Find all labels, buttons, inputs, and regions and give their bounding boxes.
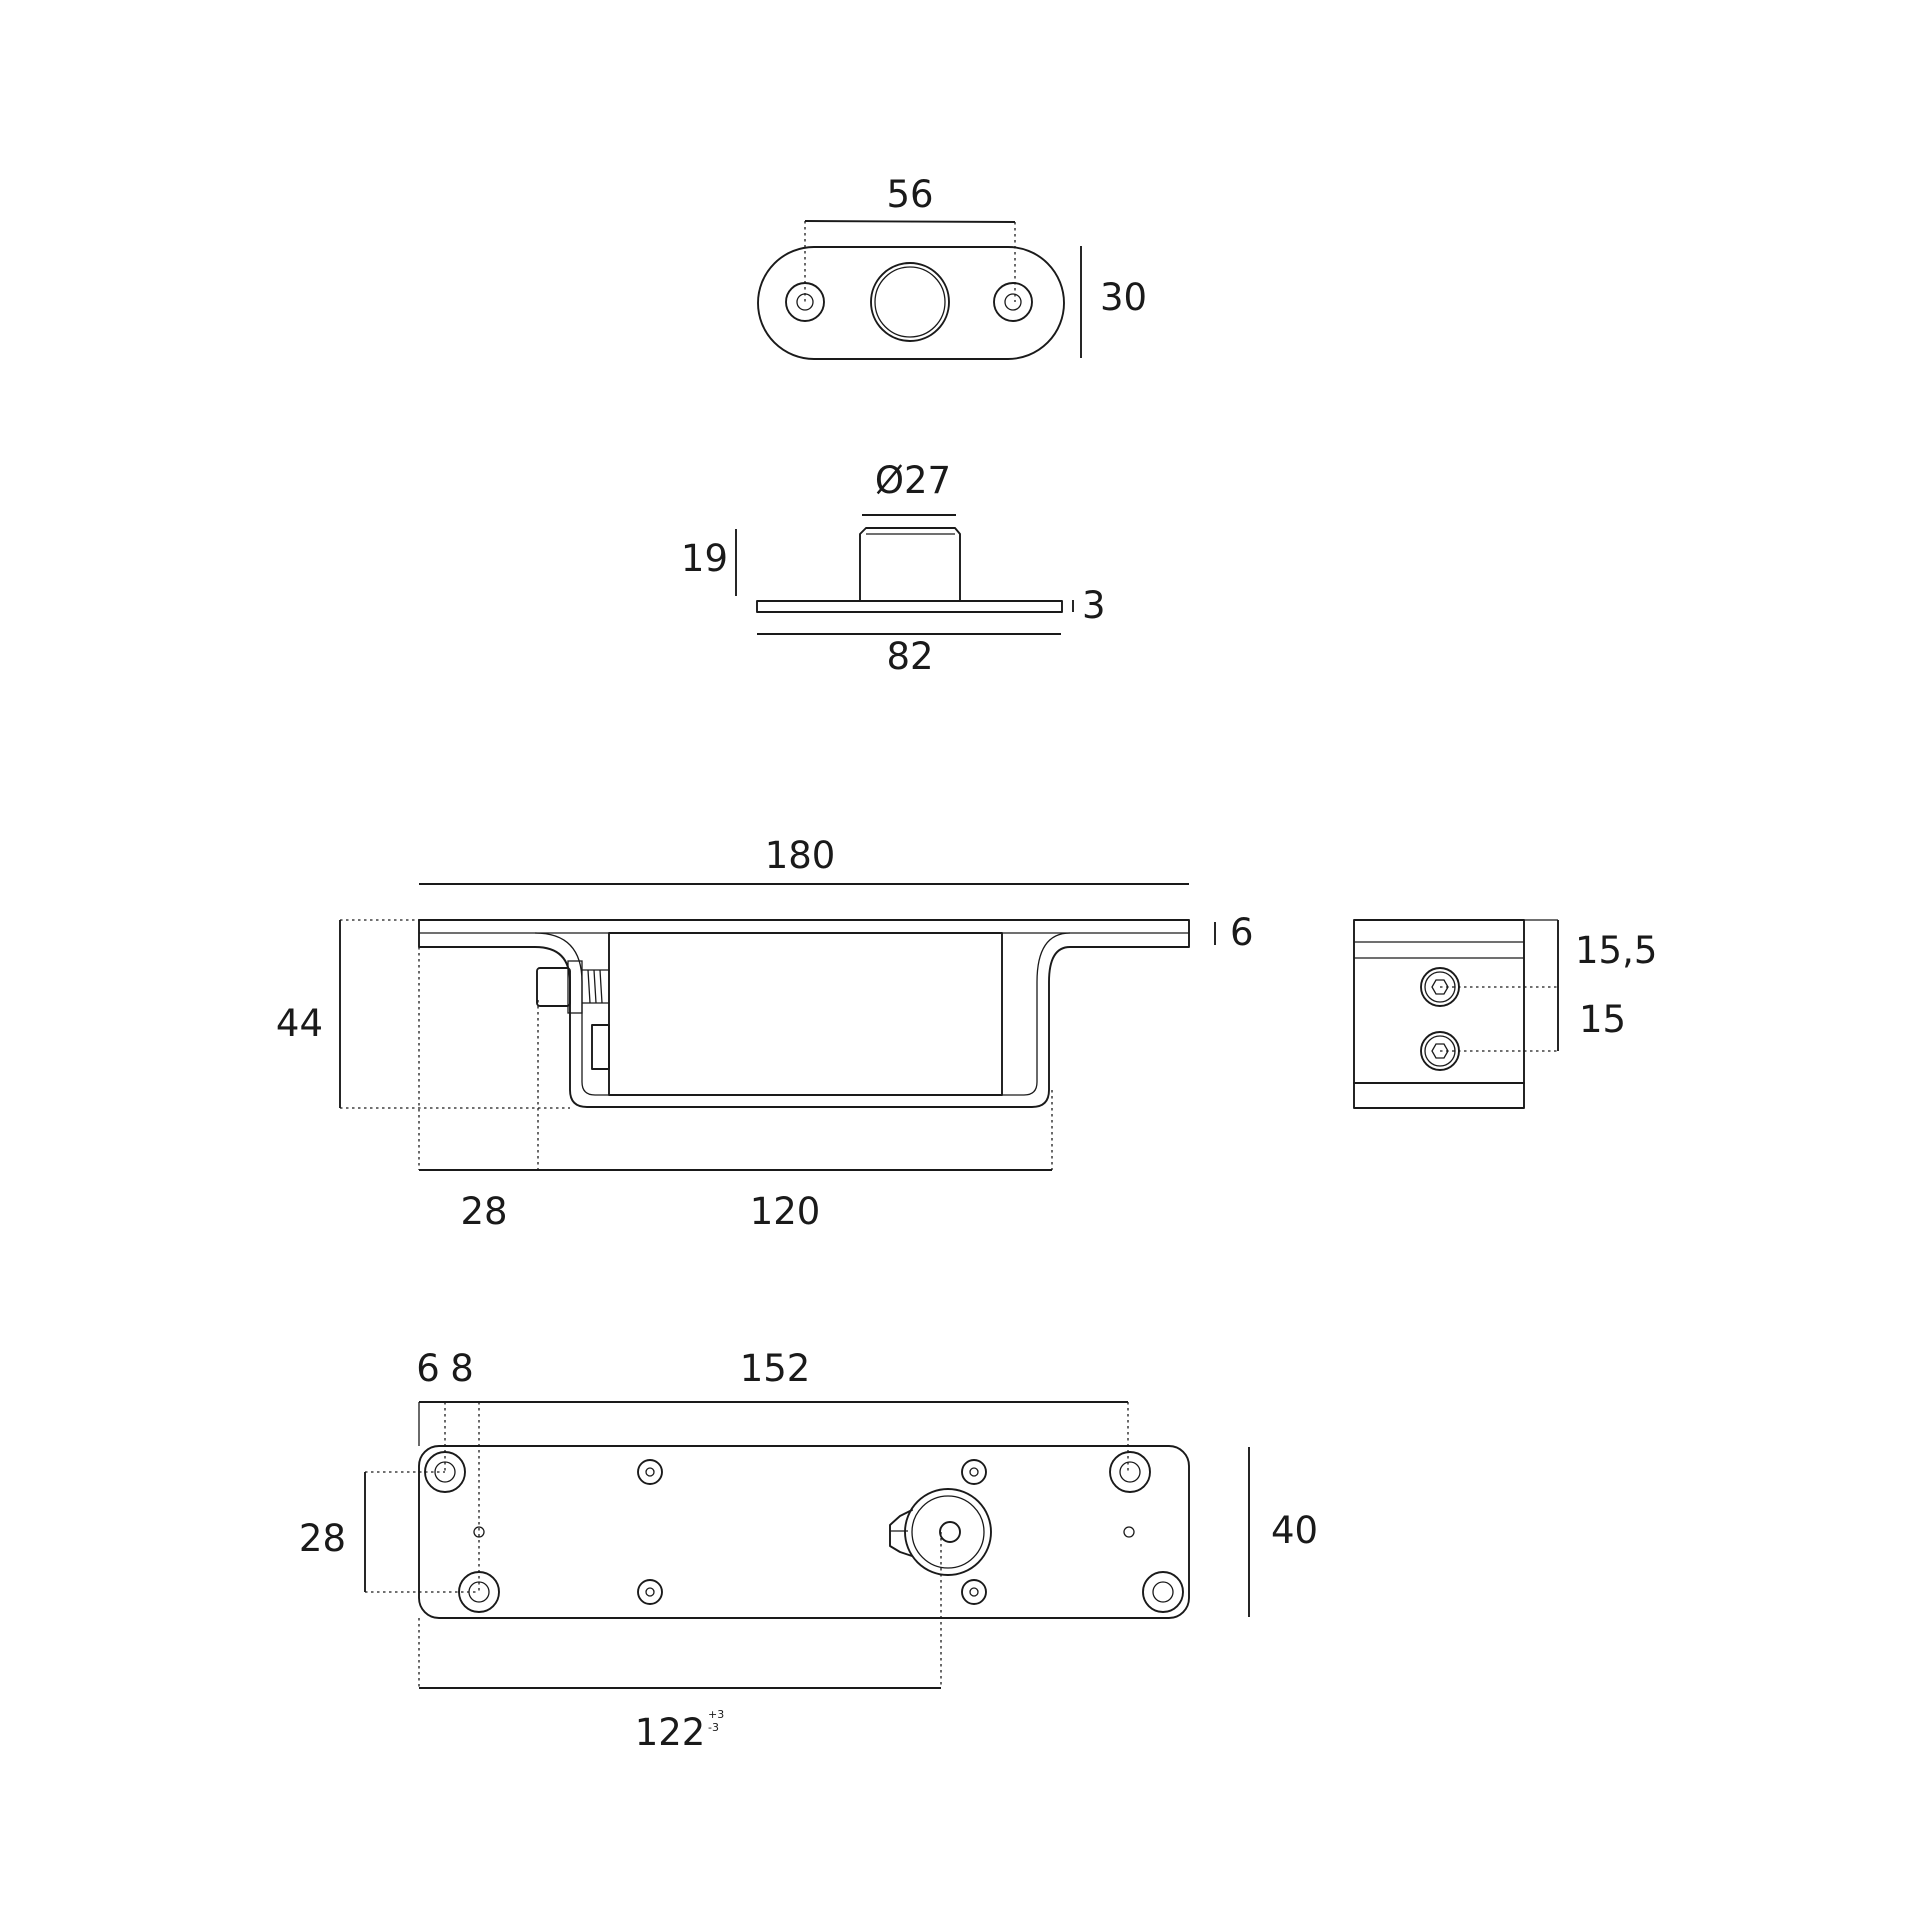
adjust-screw-thread	[582, 969, 609, 1004]
dimension-label-diameter: Ø27	[875, 459, 951, 502]
bolt-receiver-outer	[870, 262, 950, 342]
rivet-1	[637, 1459, 663, 1485]
dimension-label-8-edge: 8	[450, 1347, 474, 1390]
rivet-4-inner	[969, 1587, 979, 1597]
bolt-outer	[904, 1488, 992, 1576]
dimension-label-3: 3	[1082, 584, 1106, 627]
bottom-plate-outline	[418, 1445, 1190, 1619]
dimension-label-6: 6	[1230, 911, 1254, 954]
corner-hole-bottom-right-inner	[1152, 1581, 1174, 1603]
dimension-label-180: 180	[765, 834, 836, 877]
dimension-label-120: 120	[750, 1190, 821, 1233]
bolt-receiver-inner	[874, 266, 946, 338]
bolt-center	[939, 1521, 961, 1543]
dimension-label-15: 15	[1579, 998, 1626, 1041]
tolerance-minus: -3	[708, 1721, 719, 1734]
tolerance-plus: +3	[708, 1708, 724, 1721]
pin-hole-left	[473, 1526, 485, 1538]
dim-line-56	[804, 220, 1016, 223]
rivet-4	[961, 1579, 987, 1605]
dimension-label-82: 82	[886, 635, 933, 678]
mounting-hole-right-inner	[1004, 293, 1022, 311]
mounting-hole-right	[993, 282, 1033, 322]
corner-hole-bottom-left-inner	[468, 1581, 490, 1603]
pin-hole-right	[1123, 1526, 1135, 1538]
hex-screw-upper-rim	[1424, 971, 1456, 1003]
dimension-label-40: 40	[1271, 1509, 1318, 1552]
adjust-nut	[536, 967, 571, 1007]
hex-socket-lower	[1431, 1043, 1449, 1059]
strike-base-plate	[756, 600, 1063, 613]
dimension-label-122: 122	[635, 1711, 706, 1754]
motor-block	[608, 932, 1003, 1096]
dimension-label-30: 30	[1100, 276, 1147, 319]
dimension-label-15-5: 15,5	[1575, 929, 1657, 972]
small-tab	[591, 1024, 610, 1070]
rivet-1-inner	[645, 1467, 655, 1477]
rivet-3	[961, 1459, 987, 1485]
rivet-2-inner	[645, 1587, 655, 1597]
bolt-flat	[889, 1509, 913, 1557]
mounting-hole-left-inner	[796, 293, 814, 311]
corner-hole-top-right	[1109, 1451, 1151, 1493]
lock-body-side-view: 180 6 44 28 120	[276, 834, 1254, 1233]
adjust-nut-inner	[567, 960, 583, 1014]
bolt-middle	[911, 1495, 985, 1569]
strike-plate-side-view: Ø27 19 3 82	[681, 459, 1106, 678]
dimension-label-44: 44	[276, 1002, 323, 1045]
corner-hole-top-right-inner	[1119, 1461, 1141, 1483]
dimension-label-6-edge: 6	[416, 1347, 440, 1390]
hex-socket-upper	[1431, 979, 1449, 995]
lock-housing-inner	[534, 932, 1071, 1096]
rivet-2	[637, 1579, 663, 1605]
lock-body-end-view: 15,5 15	[1353, 919, 1657, 1109]
dimension-label-28: 28	[460, 1190, 507, 1233]
strike-boss	[859, 527, 961, 602]
corner-hole-bottom-right	[1142, 1571, 1184, 1613]
rivet-3-inner	[969, 1467, 979, 1477]
strike-plate-outline	[757, 246, 1065, 360]
dimension-label-152: 152	[740, 1347, 811, 1390]
end-view-outline	[1353, 919, 1525, 1109]
dimension-label-56: 56	[886, 173, 933, 216]
dimension-label-28-vertical: 28	[299, 1517, 346, 1560]
lock-housing-outer	[534, 946, 1071, 1108]
dimension-label-19: 19	[681, 537, 728, 580]
hex-screw-lower-rim	[1424, 1035, 1456, 1067]
strike-plate-top-view: 56 30	[757, 173, 1147, 360]
lock-body-bottom-view: 6 8 152 28 40 122 +3 -3	[299, 1347, 1318, 1754]
